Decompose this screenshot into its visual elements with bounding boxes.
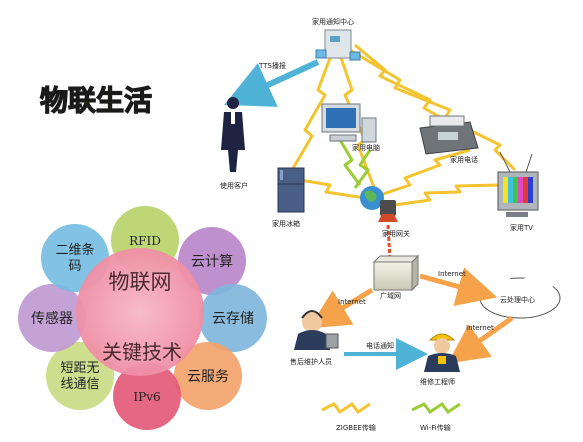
cloud-engineer-arrow	[447, 315, 514, 364]
page-title: 物联生活	[40, 84, 152, 117]
call-label: 电话通知	[366, 341, 394, 350]
flower-center-bottom: 关键技术	[102, 340, 182, 364]
zigbee-links	[290, 43, 517, 207]
petal-label-2: 云存储	[212, 311, 254, 327]
phone-icon	[419, 115, 479, 155]
fridge-icon	[277, 167, 305, 213]
wan-label: 广域网	[380, 291, 401, 300]
petal-6	[18, 284, 86, 352]
tts-arrow	[224, 59, 320, 107]
gateway-label: 家用网关	[382, 229, 410, 238]
zigbee-legend-label: ZIGBEE传输	[336, 423, 376, 432]
petal-3	[174, 342, 242, 410]
engineer-label: 维修工程师	[420, 377, 455, 386]
notify-center-label: 家用通知中心	[312, 17, 354, 26]
notify-center-icon	[315, 29, 361, 61]
zigbee-legend-line	[321, 401, 371, 415]
fridge-label: 家用冰箱	[272, 219, 300, 228]
petal-4	[113, 362, 181, 430]
petal-label-7: 二维条码	[55, 242, 94, 274]
wifi-links	[338, 139, 372, 189]
petal-label-1: 云计算	[191, 254, 233, 270]
wifi-legend-label: Wi-Fi传输	[420, 423, 451, 432]
petal-label-6: 传感器	[31, 310, 73, 327]
maintainer-label: 售后维护人员	[290, 357, 332, 366]
pc-label: 家用电脑	[352, 143, 380, 152]
cloud-label: 云处理中心	[500, 295, 535, 304]
tv-icon	[497, 151, 539, 217]
flower-center-top: 物联网	[109, 270, 172, 294]
wan-box-icon	[372, 254, 420, 292]
phone-label: 家用电话	[450, 155, 478, 164]
tts-label: TTS播报	[258, 61, 286, 70]
pc-icon	[321, 103, 377, 143]
user-label: 使用客户	[220, 181, 248, 190]
petal-label-5: 短距无线通信	[60, 361, 99, 392]
internet-label-1: Internet	[438, 270, 466, 278]
wan-maintainer-arrow	[308, 287, 374, 329]
petal-2	[199, 284, 267, 352]
internet-label-3: Internet	[466, 324, 494, 332]
tv-label: 家用TV	[510, 223, 533, 232]
petal-label-3: 云服务	[187, 369, 229, 385]
wan-cloud-arrow	[419, 267, 498, 306]
petal-1	[178, 227, 246, 295]
petal-label-0: RFID	[129, 234, 161, 248]
user-figure-icon	[221, 97, 245, 172]
petal-label-4: IPv6	[133, 390, 160, 404]
engineer-icon	[424, 333, 460, 372]
maintainer-icon	[294, 310, 339, 350]
flower-center	[76, 248, 204, 376]
gateway-globe-icon	[360, 186, 398, 222]
internet-label-2: Internet	[338, 298, 366, 306]
wifi-legend-line	[411, 401, 461, 415]
